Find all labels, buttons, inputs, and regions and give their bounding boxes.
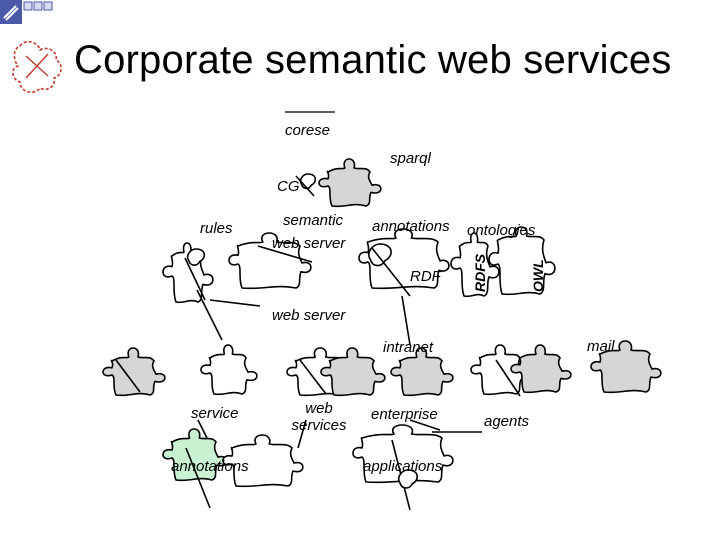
cg-knob xyxy=(299,173,317,190)
annotations-stem xyxy=(371,247,411,297)
gray-piece-1 xyxy=(102,347,166,397)
piece-row3-a xyxy=(200,344,258,396)
piece-bottom-a xyxy=(222,434,304,488)
web-services-label: web services xyxy=(291,400,347,434)
rdfs-label: RDFS xyxy=(472,253,488,292)
owl-label: OWL xyxy=(530,259,546,292)
cg-stem xyxy=(295,175,315,197)
slide-title: Corporate semantic web services xyxy=(74,38,672,82)
header-bar xyxy=(0,0,53,24)
piece-row3-c-stem xyxy=(495,359,521,397)
rdfs-piece xyxy=(450,232,500,298)
rules-stem xyxy=(184,257,206,301)
semantic-web-server-piece xyxy=(228,232,312,290)
gray-piece-4 xyxy=(510,344,572,394)
owl-piece xyxy=(488,226,556,296)
applications-knob xyxy=(397,469,418,489)
mail-label: mail xyxy=(587,338,615,355)
puzzle-pieces xyxy=(102,158,662,511)
annotations-green-stem xyxy=(185,447,211,509)
rdf-label: RDF xyxy=(410,268,441,285)
gray-piece-2 xyxy=(320,347,386,397)
semantic-label: semantic xyxy=(283,212,344,229)
semantic-stem xyxy=(257,245,313,263)
bar-square xyxy=(33,1,43,11)
enterprise-label: enterprise xyxy=(371,406,438,423)
sparql-piece xyxy=(318,158,382,208)
cg-label: CG xyxy=(277,178,300,195)
annotations-green-piece xyxy=(162,428,228,482)
rules-piece xyxy=(162,242,214,304)
piece-row3-b-stem xyxy=(299,359,327,395)
service-label: service xyxy=(191,405,239,422)
enterprise-line xyxy=(409,419,441,431)
web-server-top-label: web server xyxy=(272,235,346,252)
bar-square xyxy=(43,1,53,11)
piece-row3-c xyxy=(470,344,532,396)
sparql-label: sparql xyxy=(390,150,431,167)
pen-bullet-icon xyxy=(3,5,19,21)
web-services-stem xyxy=(297,419,307,449)
web-server-line xyxy=(209,299,261,307)
rules-knob xyxy=(186,248,206,266)
web-server-stem-left xyxy=(196,289,223,341)
applications-label: applications xyxy=(363,458,443,475)
ontologies-label: ontologies xyxy=(467,222,536,239)
corese-puzzle-logo-icon xyxy=(12,40,62,94)
annotations-label: annotations xyxy=(372,218,450,235)
bar-square xyxy=(23,1,33,11)
annotations-bottom-label: annotations xyxy=(171,458,249,475)
intranet-stem xyxy=(401,295,411,346)
corese-label: corese xyxy=(285,122,331,139)
intranet-label: intranet xyxy=(383,339,434,356)
gray-piece-3 xyxy=(390,347,454,397)
annotations-knob xyxy=(368,243,392,267)
agents-label: agents xyxy=(484,413,530,430)
gray-piece-mail xyxy=(590,340,662,394)
gray-piece-1-stem xyxy=(115,359,141,393)
rules-label: rules xyxy=(200,220,233,237)
web-server-mid-label: web server xyxy=(272,307,346,324)
applications-piece xyxy=(352,424,454,484)
